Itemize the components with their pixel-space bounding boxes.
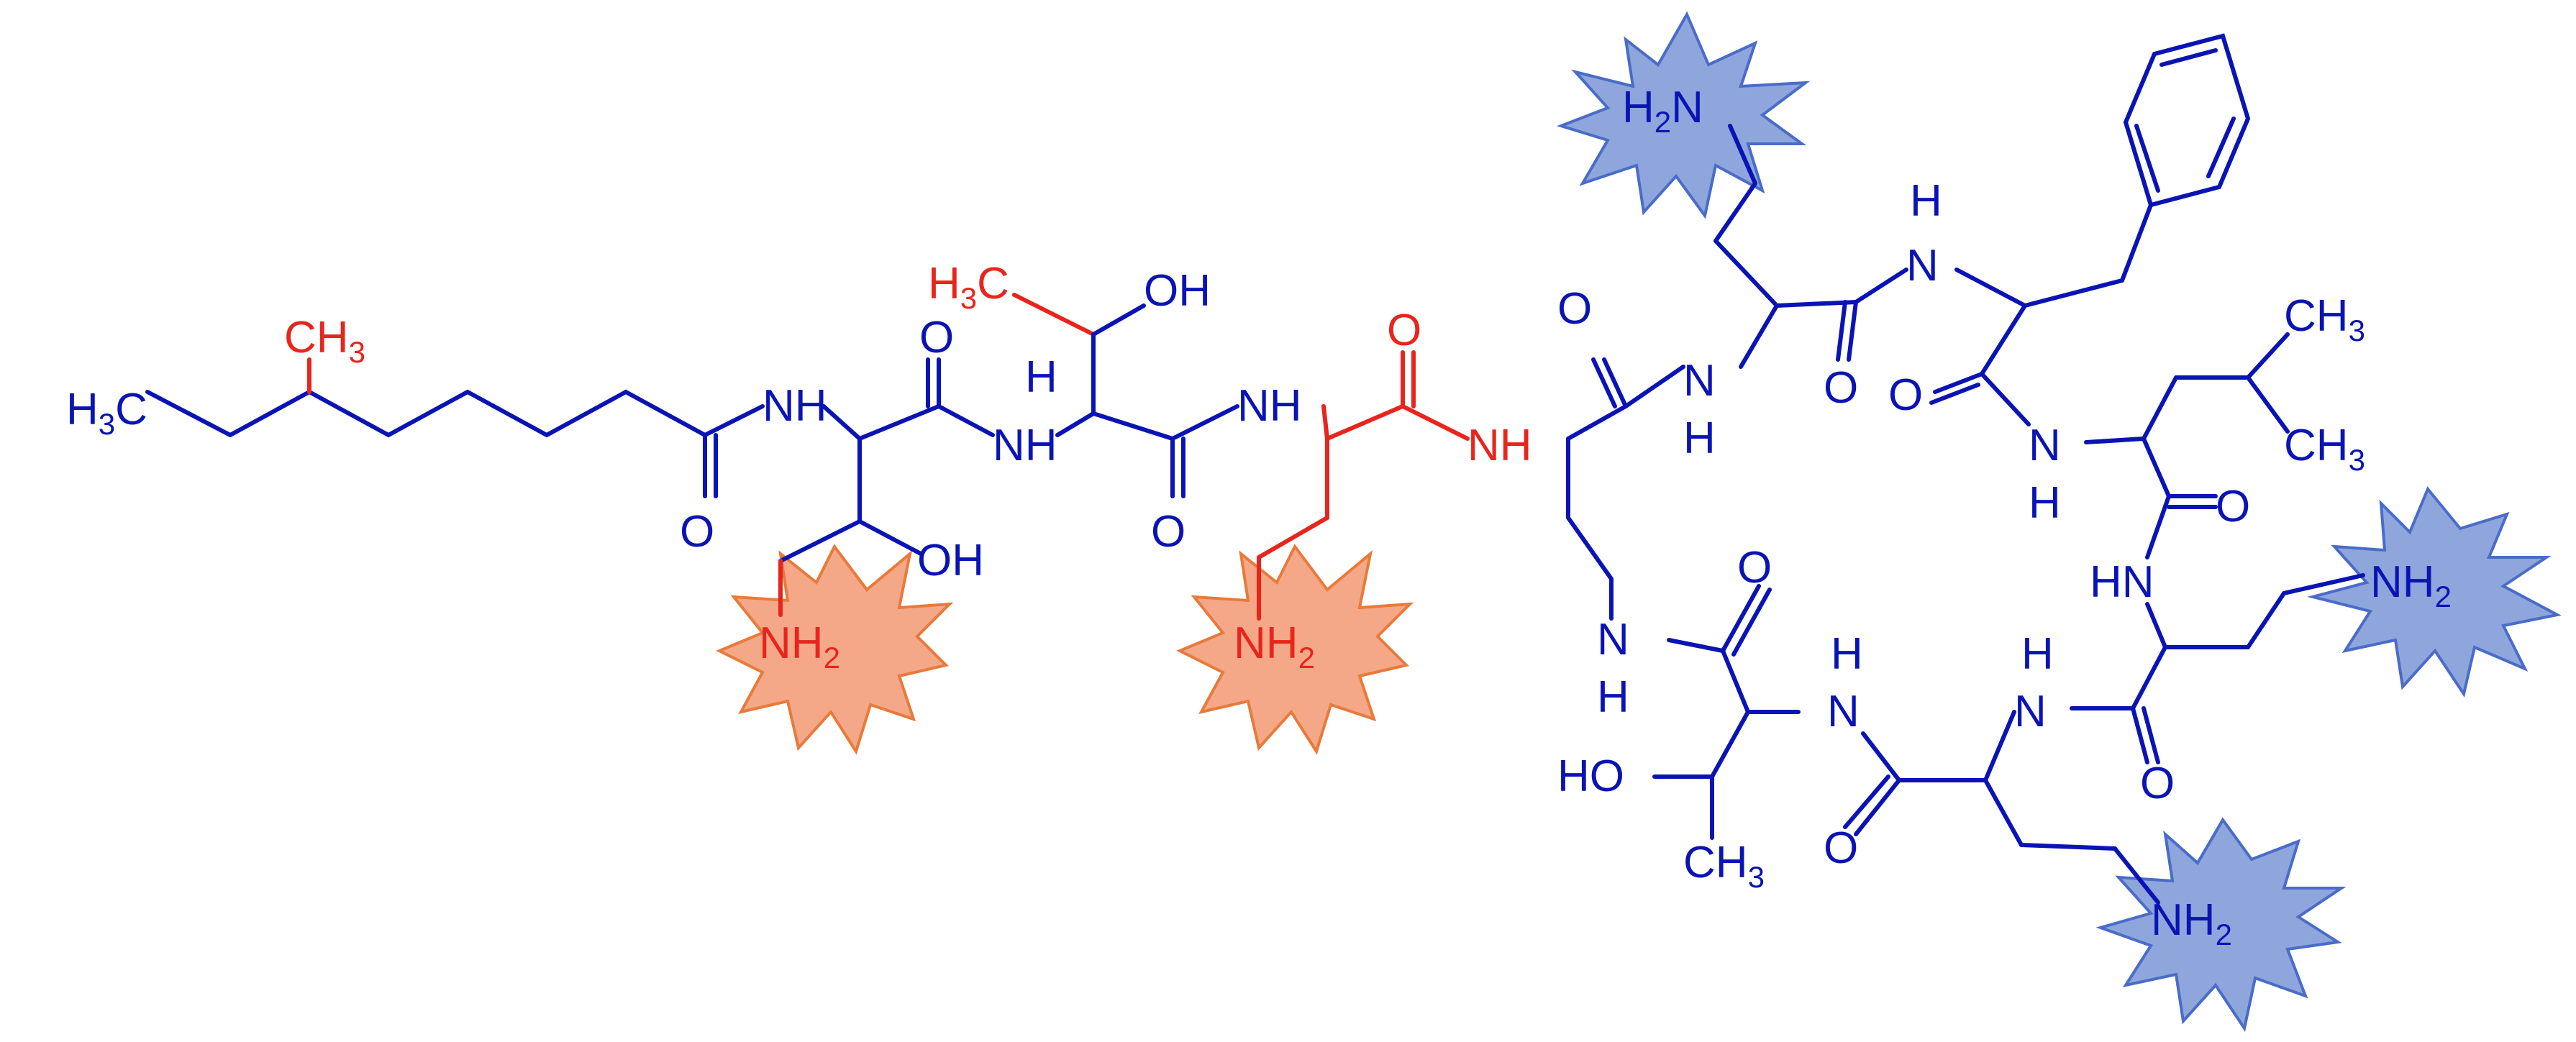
oh-dab1-label: OH bbox=[917, 536, 984, 585]
ch3-thr2-label: CH3 bbox=[1683, 838, 1765, 894]
n-dab6-label: N bbox=[2014, 687, 2047, 736]
fatty-acid-chain bbox=[145, 357, 765, 498]
ch3-leu1-label: CH3 bbox=[2284, 291, 2365, 347]
h3c-thr-label: H3C bbox=[928, 259, 1009, 315]
o-dab6b-label: O bbox=[1824, 823, 1858, 873]
h-ring-bottom-label: H bbox=[1597, 672, 1629, 722]
nh-amide1-label: NH bbox=[763, 381, 827, 431]
h-thr2-label: H bbox=[1831, 629, 1863, 679]
thr-residue bbox=[1012, 293, 1239, 498]
ho-thr2-label: HO bbox=[1557, 751, 1624, 801]
o-dab3-label: O bbox=[1557, 284, 1592, 334]
macrocycle-bonds bbox=[1566, 33, 2365, 905]
o-amide1-label: O bbox=[680, 507, 714, 557]
nh2-dab5-label: NH2 bbox=[2370, 557, 2452, 613]
blue-burst-right bbox=[2307, 486, 2562, 698]
atom-labels: H3C CH3 NH O O OH NH2 H3C OH H NH O NH O… bbox=[66, 83, 2452, 951]
nh2-dab1-label: NH2 bbox=[759, 618, 840, 675]
nh-dab2-label: NH bbox=[1467, 421, 1532, 470]
ch3-leu2-label: CH3 bbox=[2284, 421, 2365, 477]
blue-burst-top bbox=[1556, 11, 1811, 219]
n-thr2-label: N bbox=[1827, 687, 1860, 736]
n-phe-label: N bbox=[1906, 241, 1939, 291]
nh-dab1-label: NH bbox=[993, 421, 1057, 470]
h-leu-label: H bbox=[2029, 478, 2061, 528]
h3c-start-label: H3C bbox=[66, 385, 147, 441]
o-phe-label: O bbox=[1888, 370, 1923, 420]
o-thr-label: O bbox=[1151, 507, 1185, 557]
nh2-dab2-label: NH2 bbox=[1234, 618, 1315, 675]
ch3-branch-label: CH3 bbox=[284, 313, 365, 369]
h-ring1-label: H bbox=[1683, 413, 1716, 463]
nh-thr-label: NH bbox=[1237, 381, 1302, 431]
n-ring-bottom-label: N bbox=[1597, 615, 1629, 664]
n-ring1-label: N bbox=[1683, 356, 1716, 406]
o-dab1-label: O bbox=[919, 313, 954, 362]
orange-burst-dab2 bbox=[1176, 544, 1414, 755]
orange-burst-dab1 bbox=[716, 544, 954, 755]
h-dab6-label: H bbox=[2021, 629, 2054, 679]
o-dab6-label: O bbox=[2140, 759, 2175, 808]
h-phe-label: H bbox=[1910, 176, 1942, 226]
o-ring1-label: O bbox=[1824, 363, 1858, 413]
h-thr-label: H bbox=[1025, 352, 1057, 402]
h2n-top-label: H2N bbox=[1622, 83, 1703, 139]
n-leu-label: N bbox=[2029, 421, 2061, 470]
o-dab2-label: O bbox=[1387, 306, 1421, 355]
dab2-residue bbox=[1257, 350, 1470, 621]
nh2-dab6-label: NH2 bbox=[2151, 895, 2232, 951]
oh-thr-label: OH bbox=[1144, 266, 1211, 316]
hn-dab5-label: HN bbox=[2090, 557, 2154, 607]
dab1-residue bbox=[778, 357, 995, 617]
o-leu-label: O bbox=[2216, 482, 2250, 531]
o-ring-bottom-label: O bbox=[1737, 543, 1772, 593]
